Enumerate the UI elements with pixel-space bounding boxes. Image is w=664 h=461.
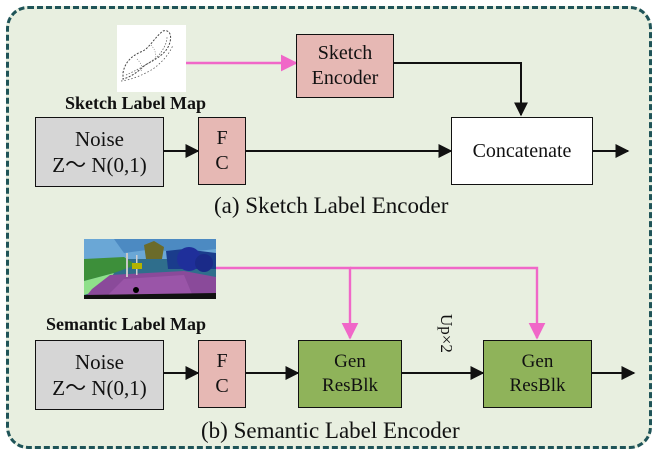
concatenate-box: Concatenate	[451, 117, 593, 185]
gen-resblk-box-1: Gen ResBlk	[298, 340, 402, 408]
noise-a-label-2: Z～ N(0,1)	[52, 153, 147, 177]
noise-box-b: Noise Z～ N(0,1)	[35, 340, 164, 410]
arrow-semantic-to-gen2	[350, 266, 546, 340]
sketch-encoder-label-1: Sketch	[317, 42, 373, 64]
gen2-label-1: Gen	[521, 351, 554, 373]
gen2-label-2: ResBlk	[509, 375, 566, 396]
sketch-label-map-title: Sketch Label Map	[65, 93, 207, 113]
arrow-encoder-to-concat	[394, 62, 528, 117]
concatenate-label: Concatenate	[472, 139, 572, 162]
gen1-label-1: Gen	[334, 351, 366, 373]
gen-resblk-box-2: Gen ResBlk	[483, 340, 592, 408]
fc-b-label-2: C	[215, 375, 229, 397]
sketch-shoe-image	[117, 25, 186, 92]
upsample-label: Up×2	[437, 314, 456, 353]
fc-a-label-2: C	[215, 152, 229, 174]
fc-box-b: F C	[198, 340, 246, 408]
caption-b: (b) Semantic Label Encoder	[201, 418, 460, 443]
noise-b-label-2: Z～ N(0,1)	[52, 376, 147, 400]
noise-a-label-1: Noise	[75, 126, 124, 151]
fc-box-a: F C	[198, 117, 246, 185]
semantic-street-image	[84, 239, 216, 299]
arrow-semantic-to-gen1	[215, 266, 359, 340]
noise-b-label-1: Noise	[75, 349, 124, 374]
gen1-label-2: ResBlk	[322, 375, 378, 396]
sketch-encoder-box: Sketch Encoder	[296, 34, 394, 98]
semantic-label-map-title: Semantic Label Map	[46, 314, 206, 334]
sketch-encoder-label-2: Encoder	[311, 67, 379, 89]
fc-b-label-1: F	[216, 350, 228, 372]
fc-a-label-1: F	[216, 127, 228, 149]
caption-a: (a) Sketch Label Encoder	[214, 193, 449, 218]
noise-box-a: Noise Z～ N(0,1)	[35, 117, 164, 187]
